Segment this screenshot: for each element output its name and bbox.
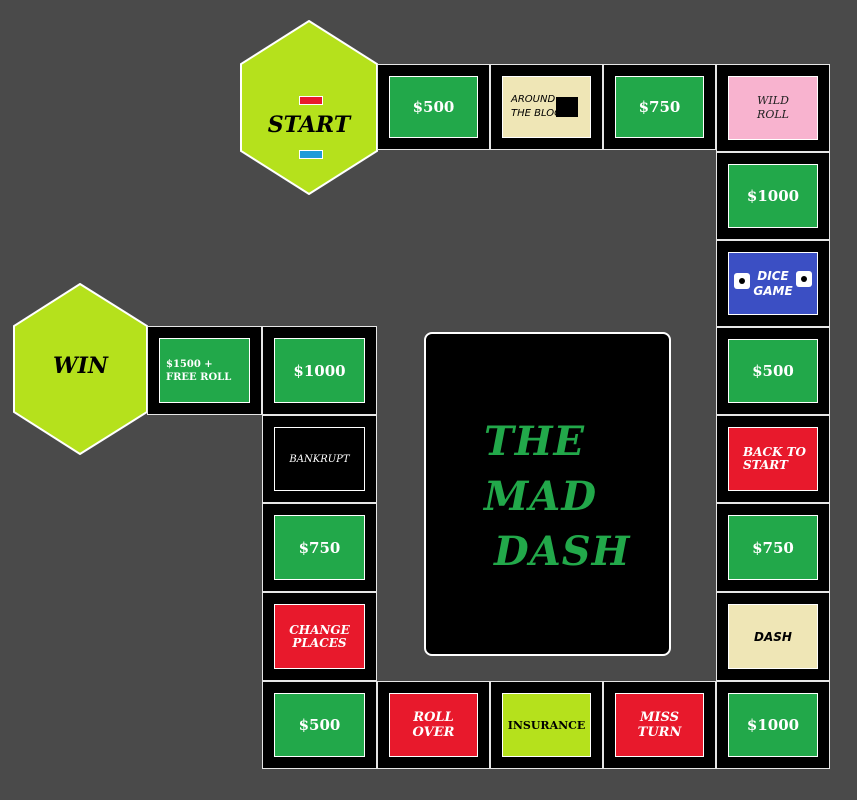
- back-to-start-line1: BACK TO: [743, 445, 806, 459]
- die-right-icon: [796, 271, 812, 287]
- space-roll-over-face: ROLL OVER: [389, 693, 478, 757]
- space-750-left-face: $750: [274, 515, 365, 580]
- win-space[interactable]: WIN: [13, 283, 148, 455]
- wild-roll-line2: ROLL: [757, 108, 789, 121]
- wild-roll-line1: WILD: [757, 94, 789, 107]
- space-dice-game-face: DICE GAME: [728, 252, 818, 315]
- space-500-top-label: $500: [412, 98, 455, 116]
- space-750-right-face: $750: [728, 515, 818, 580]
- space-dash[interactable]: DASH: [716, 592, 830, 681]
- space-1000-left[interactable]: $1000: [262, 326, 377, 415]
- around-the-block-line2: THE BLOCK: [511, 108, 568, 119]
- back-to-start-line2: START: [743, 458, 788, 472]
- space-750-top-face: $750: [615, 76, 704, 138]
- space-750-right[interactable]: $750: [716, 503, 830, 592]
- free-roll-line1: $1500 +: [166, 358, 213, 370]
- space-insurance[interactable]: INSURANCE: [490, 681, 603, 769]
- title-line-the: THE: [484, 418, 586, 465]
- space-500-bottom[interactable]: $500: [262, 681, 377, 769]
- dice-game-line1: DICE: [757, 268, 789, 283]
- space-insurance-face: INSURANCE: [502, 693, 591, 757]
- change-places-line2: PLACES: [292, 635, 347, 650]
- start-space[interactable]: START: [240, 20, 378, 195]
- start-label: START: [267, 112, 351, 138]
- miss-turn-line2: TURN: [637, 725, 682, 740]
- win-label: WIN: [52, 353, 109, 379]
- dice-game-line2: GAME: [753, 283, 793, 298]
- title-line-mad: MAD: [484, 473, 597, 520]
- space-dash-face: DASH: [728, 604, 818, 669]
- space-1000-right-label: $1000: [746, 187, 800, 205]
- space-750-right-label: $750: [752, 538, 794, 557]
- start-marker-blue: [299, 150, 323, 159]
- space-500-right-label: $500: [752, 362, 794, 380]
- title-card: THE MAD DASH: [424, 332, 671, 656]
- space-1500-free-roll[interactable]: $1500 + FREE ROLL: [147, 326, 262, 415]
- black-square-icon: [556, 97, 578, 117]
- start-hexagon-shape: [240, 20, 378, 195]
- space-750-top-label: $750: [638, 98, 681, 116]
- roll-over-line1: ROLL: [413, 710, 454, 725]
- space-1000-bottom-label: $1000: [746, 716, 800, 734]
- start-marker-red: [299, 96, 323, 105]
- space-1000-left-label: $1000: [293, 361, 346, 380]
- space-around-the-block-face: AROUND THE BLOCK: [502, 76, 591, 138]
- around-the-block-line1: AROUND: [511, 94, 556, 105]
- space-500-top[interactable]: $500: [377, 64, 490, 150]
- space-750-left[interactable]: $750: [262, 503, 377, 592]
- space-750-top[interactable]: $750: [603, 64, 716, 150]
- insurance-label: INSURANCE: [507, 718, 586, 732]
- space-change-places-face: CHANGE PLACES: [274, 604, 365, 669]
- space-wild-roll[interactable]: WILD ROLL: [716, 64, 830, 152]
- space-dice-game[interactable]: DICE GAME: [716, 240, 830, 327]
- space-back-to-start[interactable]: BACK TO START: [716, 415, 830, 503]
- space-miss-turn-face: MISS TURN: [615, 693, 704, 757]
- space-1000-bottom[interactable]: $1000: [716, 681, 830, 769]
- space-bankrupt[interactable]: BANKRUPT: [262, 415, 377, 503]
- space-roll-over[interactable]: ROLL OVER: [377, 681, 490, 769]
- free-roll-line2: FREE ROLL: [166, 371, 232, 383]
- space-500-right-face: $500: [728, 339, 818, 403]
- title-line-dash: DASH: [494, 528, 631, 575]
- space-wild-roll-face: WILD ROLL: [728, 76, 818, 140]
- space-around-the-block[interactable]: AROUND THE BLOCK: [490, 64, 603, 150]
- space-500-bottom-label: $500: [298, 716, 341, 734]
- space-change-places[interactable]: CHANGE PLACES: [262, 592, 377, 681]
- space-1000-right-face: $1000: [728, 164, 818, 228]
- space-1000-right[interactable]: $1000: [716, 152, 830, 240]
- space-1500-free-roll-face: $1500 + FREE ROLL: [159, 338, 250, 403]
- space-500-right[interactable]: $500: [716, 327, 830, 415]
- space-500-top-face: $500: [389, 76, 478, 138]
- dash-label: DASH: [754, 629, 792, 644]
- bankrupt-label: BANKRUPT: [289, 453, 350, 465]
- space-750-left-label: $750: [298, 538, 341, 557]
- space-500-bottom-face: $500: [274, 693, 365, 757]
- roll-over-line2: OVER: [412, 725, 455, 740]
- die-left-icon: [734, 273, 750, 289]
- space-back-to-start-face: BACK TO START: [728, 427, 818, 491]
- space-1000-left-face: $1000: [274, 338, 365, 403]
- miss-turn-line1: MISS: [640, 710, 679, 725]
- space-bankrupt-face: BANKRUPT: [274, 427, 365, 491]
- change-places-line1: CHANGE: [289, 622, 350, 637]
- space-miss-turn[interactable]: MISS TURN: [603, 681, 716, 769]
- space-1000-bottom-face: $1000: [728, 693, 818, 757]
